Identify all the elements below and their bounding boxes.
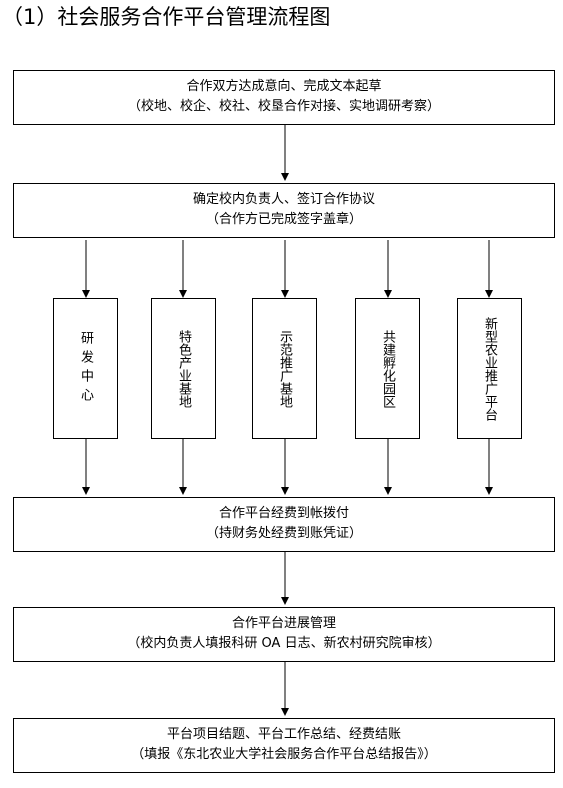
branch-label: 示范推广基地 (277, 329, 292, 408)
flow-branch-agri-extension-platform: 新型农业推广平台 (457, 298, 522, 439)
step-sub-text: （校内负责人填报科研 OA 日志、新农村研究院审核） (127, 636, 441, 651)
flow-step-project-closure: 平台项目结题、平台工作总结、经费结账 （填报《东北农业大学社会服务合作平台总结报… (13, 718, 555, 773)
flow-branch-rd-center: 研发中心 (53, 298, 118, 439)
step-main-text: 合作平台经费到帐拨付 (218, 506, 349, 521)
step-main-text: 确定校内负责人、签订合作协议 (192, 192, 375, 207)
flow-branch-specialty-industry-base: 特色产业基地 (151, 298, 216, 439)
flow-step-funding-allocation: 合作平台经费到帐拨付 （持财务处经费到账凭证） (13, 497, 555, 552)
branch-label: 共建孵化园区 (380, 329, 395, 408)
step-sub-text: （填报《东北农业大学社会服务合作平台总结报告》） (131, 747, 437, 762)
step-sub-text: （合作方已完成签字盖章） (205, 212, 362, 227)
branch-label: 特色产业基地 (176, 329, 191, 408)
step-main-text: 合作双方达成意向、完成文本起草 (186, 79, 382, 94)
step-sub-text: （校地、校企、校社、校垦合作对接、实地调研考察） (127, 99, 440, 114)
branch-label: 新型农业推广平台 (482, 316, 497, 421)
flow-branch-demonstration-base: 示范推广基地 (252, 298, 317, 439)
flow-step-progress-management: 合作平台进展管理 （校内负责人填报科研 OA 日志、新农村研究院审核） (13, 607, 555, 662)
step-sub-text: （持财务处经费到账凭证） (205, 526, 362, 541)
branch-label: 研发中心 (78, 330, 93, 407)
flow-branch-incubation-park: 共建孵化园区 (355, 298, 420, 439)
step-main-text: 合作平台进展管理 (231, 616, 336, 631)
flow-step-agreement-draft: 合作双方达成意向、完成文本起草 （校地、校企、校社、校垦合作对接、实地调研考察） (13, 70, 555, 125)
page-title: （1）社会服务合作平台管理流程图 (2, 5, 331, 29)
step-main-text: 平台项目结题、平台工作总结、经费结账 (166, 727, 401, 742)
flow-step-sign-agreement: 确定校内负责人、签订合作协议 （合作方已完成签字盖章） (13, 183, 555, 238)
